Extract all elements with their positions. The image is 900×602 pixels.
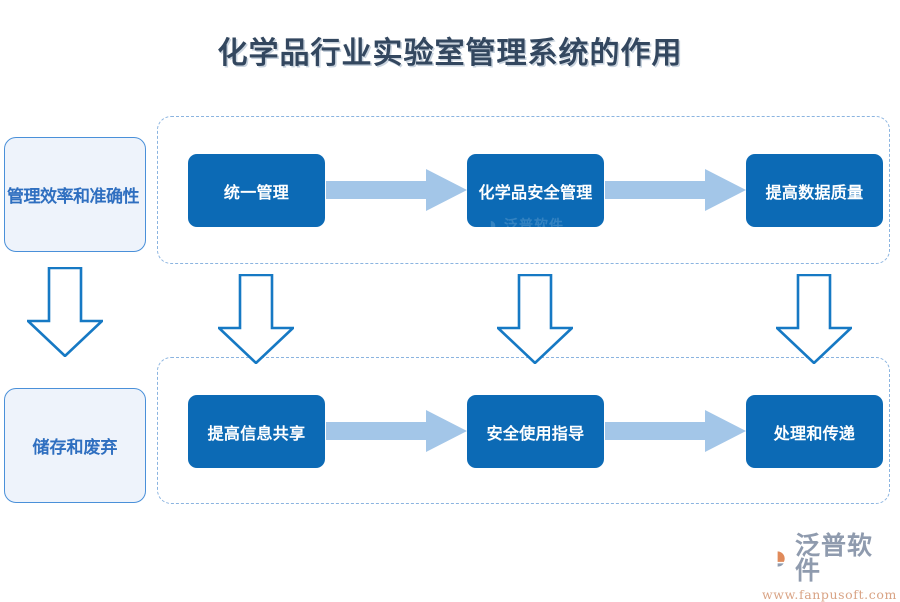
down-arrow-icon	[776, 274, 852, 364]
logo-watermark: 泛普软件 www.fanpusoft.com	[762, 533, 896, 602]
logo-url-text: www.fanpusoft.com	[762, 587, 897, 602]
process-box-label: 统一管理	[223, 182, 290, 202]
process-box-unified-management[interactable]: 统一管理	[188, 154, 325, 227]
logo-row: 泛普软件	[762, 533, 892, 583]
side-box-label: 储存和废弃	[32, 438, 118, 458]
page-title: 化学品行业实验室管理系统的作用	[217, 36, 683, 71]
process-box-improve-data-quality[interactable]: 提高数据质量	[746, 154, 883, 227]
side-box-label: 管理效率和准确性	[7, 187, 140, 207]
process-box-label: 化学品安全管理	[478, 182, 593, 202]
process-box-label: 提高数据质量	[765, 182, 864, 202]
process-box-label: 提高信息共享	[207, 423, 306, 443]
side-box-management-efficiency[interactable]: 管理效率和准确性	[4, 137, 146, 252]
right-arrow-icon	[326, 169, 467, 211]
group-container-row-2	[157, 357, 890, 504]
right-arrow-icon	[605, 169, 746, 211]
down-arrow-icon	[218, 274, 294, 364]
side-box-storage-disposal[interactable]: 储存和废弃	[4, 388, 146, 503]
process-box-label: 安全使用指导	[486, 423, 585, 443]
right-arrow-icon	[605, 410, 746, 452]
process-box-safe-use-guidance[interactable]: 安全使用指导	[467, 395, 604, 468]
process-box-label: 处理和传递	[773, 423, 856, 443]
down-arrow-icon	[27, 267, 103, 357]
fanpu-circle-logo-icon	[764, 545, 785, 571]
process-box-improve-info-sharing[interactable]: 提高信息共享	[188, 395, 325, 468]
down-arrow-icon	[497, 274, 573, 364]
logo-brand-text: 泛普软件	[794, 531, 873, 585]
group-container-row-1	[157, 116, 890, 264]
process-box-chemical-safety-management[interactable]: 化学品安全管理	[467, 154, 604, 227]
right-arrow-icon	[326, 410, 467, 452]
process-box-handling-and-transfer[interactable]: 处理和传递	[746, 395, 883, 468]
